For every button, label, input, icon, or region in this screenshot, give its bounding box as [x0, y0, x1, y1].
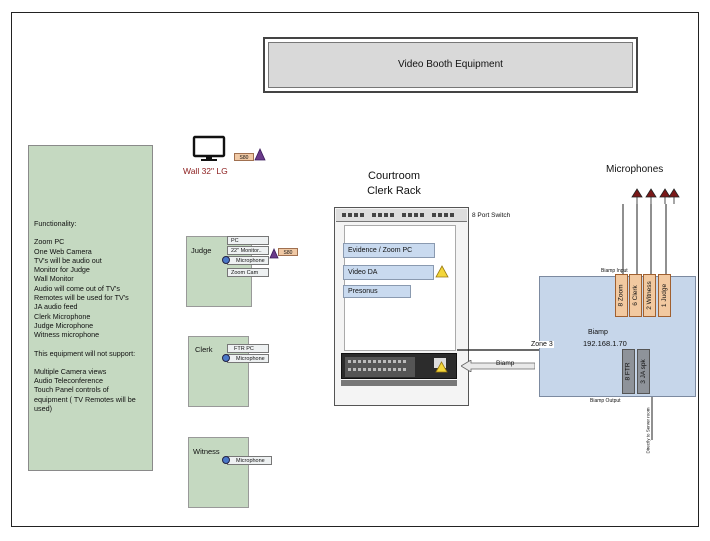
func-line: equipment ( TV Remotes will be: [34, 394, 136, 404]
microphone-icon: [222, 354, 230, 362]
func-line: Monitor for Judge: [34, 265, 90, 275]
func-line: This equipment will not support:: [34, 348, 136, 358]
diagram-frame: [11, 12, 699, 527]
warning-icon: [435, 360, 448, 373]
input-label: 1 Judge: [661, 283, 669, 308]
judge-item-monitor: 22" Monitor..: [227, 246, 269, 255]
input-label: 8 Zoom: [618, 284, 626, 307]
zone-label: Zone 3: [530, 341, 554, 348]
func-line: Remotes will be used for TV's: [34, 293, 129, 303]
microphones-title: Microphones: [606, 164, 664, 175]
clerk-title: Clerk: [195, 345, 213, 354]
output-label: 8 FTR: [625, 362, 632, 381]
judge-s80-badge: S80: [278, 248, 298, 256]
func-line: Wall Monitor: [34, 274, 74, 284]
biamp-ip: 192.168.1.70: [583, 339, 627, 348]
input-label: 2 Witness: [646, 281, 654, 310]
rack-item-presonus: Presonus: [343, 285, 411, 298]
func-line: Judge Microphone: [34, 320, 94, 330]
func-line: Audio will come out of TV's: [34, 283, 120, 293]
functionality-panel: Functionality: Zoom PC One Web Camera TV…: [28, 145, 153, 471]
func-line: Audio Teleconference: [34, 376, 103, 386]
switch-label: 8 Port Switch: [472, 212, 511, 219]
rack-shelf: [341, 380, 457, 386]
func-line: used): [34, 404, 52, 414]
biamp-rack-unit: [341, 353, 457, 379]
rack-item-video-da: Video DA: [343, 265, 434, 280]
func-line: TV's will be audio out: [34, 255, 102, 265]
microphone-icon: [222, 256, 230, 264]
input-label: 6 Clerk: [632, 285, 639, 306]
func-line: JA audio feed: [34, 302, 78, 312]
speaker-icon: [269, 246, 279, 259]
speaker-icon: [254, 148, 266, 161]
rack-title-line2: Clerk Rack: [367, 185, 421, 197]
witness-title: Witness: [193, 447, 220, 456]
page-title: Video Booth Equipment: [398, 59, 503, 70]
func-line: Witness microphone: [34, 330, 100, 340]
judge-item-pc: PC: [227, 236, 269, 245]
judge-title: Judge: [191, 246, 212, 255]
arrow-label: Biamp: [496, 360, 515, 367]
server-room-note: Directly to Server room: [641, 402, 655, 458]
func-line: Touch Panel controls of: [34, 385, 109, 395]
biamp-output-label: Biamp Output: [590, 398, 621, 404]
biamp-input-zoom: 8 Zoom: [615, 274, 628, 317]
rack-title-line1: Courtroom: [368, 170, 420, 182]
wall-s80-badge: S80: [234, 153, 254, 161]
network-switch: [336, 209, 467, 222]
biamp-input-clerk: 6 Clerk: [629, 274, 642, 317]
tv-icon: [192, 135, 228, 163]
wall-tv-label: Wall 32" LG: [183, 166, 228, 176]
microphone-icon: [222, 456, 230, 464]
biamp-input-witness: 2 Witness: [643, 274, 656, 317]
warning-icon: [435, 265, 449, 278]
biamp-output-ftr: 8 FTR: [622, 349, 635, 394]
biamp-title: Biamp: [588, 329, 608, 336]
func-line: Clerk Microphone: [34, 311, 91, 321]
func-line: Multiple Camera views: [34, 366, 107, 376]
biamp-input-label: Biamp Input: [601, 268, 628, 274]
biamp-output-ja: 3 JA spk: [637, 349, 650, 394]
rack-item-evidence: Evidence / Zoom PC: [343, 243, 435, 258]
clerk-item-ftr-pc: FTR PC: [227, 344, 269, 353]
microphone-icons: [630, 187, 682, 205]
server-room-label: Directly to Server room: [645, 406, 651, 454]
biamp-input-judge: 1 Judge: [658, 274, 671, 317]
judge-item-zoom-cam: Zoom Cam: [227, 268, 269, 277]
func-line: Functionality:: [34, 219, 77, 228]
title-box: Video Booth Equipment: [263, 37, 638, 93]
witness-panel: [188, 437, 249, 508]
func-line: Zoom PC: [34, 237, 65, 247]
func-line: One Web Camera: [34, 246, 92, 256]
output-label: 3 JA spk: [640, 359, 648, 384]
